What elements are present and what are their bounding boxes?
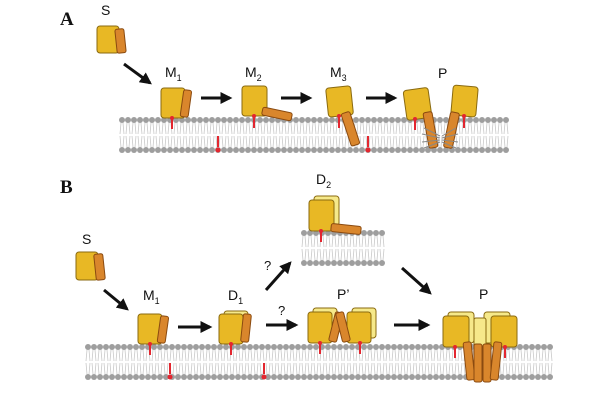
protein-b-d1 — [218, 310, 252, 355]
state-label-b-pprime: P’ — [337, 286, 349, 302]
protein-b-pprime-right — [335, 307, 377, 354]
arrow-b-d1-d2 — [264, 261, 292, 291]
protein-a-m1 — [160, 87, 193, 129]
membrane-d2 — [301, 230, 385, 266]
state-label-a-s: S — [101, 2, 110, 18]
state-label-b-d1: D1 — [228, 287, 243, 306]
protein-b-m1 — [137, 313, 170, 355]
protein-a-m3 — [325, 85, 360, 147]
state-label-a-p: P — [438, 65, 447, 81]
question-mark-up: ? — [264, 258, 271, 273]
state-label-b-m1: M1 — [143, 287, 160, 306]
membrane-pore-a — [421, 127, 459, 149]
arrow-b-s-m1 — [103, 288, 129, 311]
panel-b-label: B — [60, 177, 73, 198]
state-label-a-m2: M2 — [245, 64, 262, 83]
state-label-a-m3: M3 — [330, 64, 347, 83]
question-mark-right: ? — [278, 303, 285, 318]
protein-a-s — [96, 25, 127, 54]
protein-b-d2 — [308, 195, 362, 242]
protein-a-p-left — [402, 87, 439, 149]
state-label-a-m1: M1 — [165, 64, 182, 83]
protein-b-p-pore — [442, 311, 518, 383]
state-label-b-d2: D2 — [316, 171, 331, 190]
arrow-b-d2-p — [401, 266, 432, 295]
panel-a-label: A — [60, 9, 74, 30]
protein-a-m2 — [241, 85, 293, 128]
state-label-b-p: P — [479, 286, 488, 302]
protein-b-s — [75, 251, 106, 281]
protein-a-p-right — [443, 84, 479, 149]
state-label-b-s: S — [82, 231, 91, 247]
arrow-a-s-m1 — [123, 62, 152, 85]
